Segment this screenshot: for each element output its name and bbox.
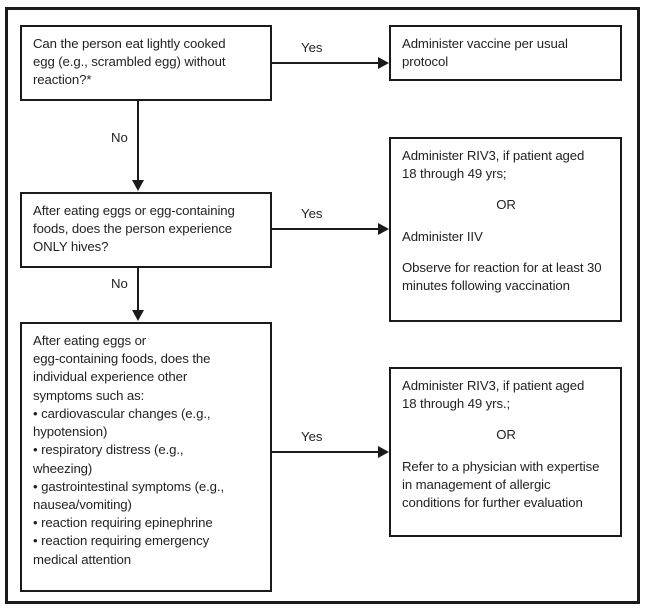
- node-outcome-3-line-1: Administer RIV3, if patient aged: [402, 378, 585, 393]
- edge-q1-yes-line: [272, 62, 380, 64]
- edge-q1-no-arrowhead: [132, 180, 144, 191]
- edge-q2-yes-arrowhead: [378, 223, 389, 235]
- node-question-3-bullet-3-line-1: • gastrointestinal symptoms (e.g.,: [33, 478, 225, 494]
- node-outcome-1-line-2: protocol: [402, 54, 449, 70]
- node-outcome-1: Administer vaccine per usual protocol: [389, 25, 622, 81]
- node-question-3-bullet-1-line-1: • cardiovascular changes (e.g.,: [33, 405, 211, 421]
- node-question-2-line-3: ONLY hives?: [33, 239, 109, 255]
- edge-q2-yes-label: Yes: [298, 206, 326, 221]
- node-outcome-3-line-4: in management of allergic: [402, 476, 551, 492]
- edge-q1-no-label: No: [108, 130, 131, 145]
- node-outcome-2-line-4: Observe for reaction for at least 30: [402, 259, 602, 275]
- node-question-2: After eating eggs or egg-containing food…: [20, 192, 272, 268]
- node-question-3-bullet-4-line-1: • reaction requiring epinephrine: [33, 515, 213, 531]
- node-question-3-line-4: symptoms such as:: [33, 387, 145, 403]
- node-question-3-line-2: egg-containing foods, does the: [33, 351, 211, 367]
- edge-q3-yes-label: Yes: [298, 429, 326, 444]
- node-question-3: After eating eggs or egg-containing food…: [20, 322, 272, 592]
- node-outcome-3-line-2: 18 through 49 yrs.;: [402, 396, 511, 412]
- node-question-2-line-2: foods, does the person experience: [33, 221, 233, 237]
- node-question-1-line-2: egg (e.g., scrambled egg) without: [33, 54, 226, 70]
- edge-q3-yes-arrowhead: [378, 446, 389, 458]
- node-question-3-bullet-2-line-1: • respiratory distress (e.g.,: [33, 442, 184, 458]
- node-outcome-2-line-1: Administer RIV3, if patient aged: [402, 148, 585, 163]
- edge-q1-yes-arrowhead: [378, 57, 389, 69]
- edge-q3-yes-line: [272, 451, 380, 453]
- node-question-1-line-3: reaction?*: [33, 72, 92, 88]
- node-question-1: Can the person eat lightly cooked egg (e…: [20, 25, 272, 101]
- node-question-2-line-1: After eating eggs or egg-containing: [33, 203, 235, 218]
- node-question-3-line-3: individual experience other: [33, 369, 188, 385]
- node-question-3-line-1: After eating eggs or: [33, 333, 147, 348]
- node-question-3-bullet-1-line-2: hypotension): [33, 424, 108, 440]
- node-outcome-2-line-3: Administer IIV: [402, 228, 483, 244]
- node-question-3-bullet-5-line-1: • reaction requiring emergency: [33, 533, 210, 549]
- node-outcome-2: Administer RIV3, if patient aged 18 thro…: [389, 137, 622, 322]
- node-outcome-3-or-label: OR: [496, 427, 516, 443]
- edge-q2-no-label: No: [108, 276, 131, 291]
- edge-q2-no-arrowhead: [132, 310, 144, 321]
- edge-q1-no-line: [137, 101, 139, 181]
- node-question-3-bullet-2-line-2: wheezing): [33, 460, 93, 476]
- node-outcome-1-line-1: Administer vaccine per usual: [402, 36, 568, 51]
- edge-q1-yes-label: Yes: [298, 40, 326, 55]
- node-outcome-3-line-3: Refer to a physician with expertise: [402, 458, 600, 474]
- node-outcome-2-line-2: 18 through 49 yrs;: [402, 166, 507, 182]
- node-question-3-bullet-3-line-2: nausea/vomiting): [33, 496, 132, 512]
- node-question-1-line-1: Can the person eat lightly cooked: [33, 36, 226, 51]
- node-outcome-2-or-label: OR: [496, 197, 516, 213]
- edge-q2-no-line: [137, 268, 139, 312]
- node-outcome-3: Administer RIV3, if patient aged 18 thro…: [389, 367, 622, 537]
- edge-q2-yes-line: [272, 228, 380, 230]
- node-outcome-3-line-5: conditions for further evaluation: [402, 495, 583, 511]
- node-outcome-2-line-5: minutes following vaccination: [402, 278, 570, 294]
- node-question-3-bullet-5-line-2: medical attention: [33, 551, 131, 567]
- figure-border: [5, 7, 640, 604]
